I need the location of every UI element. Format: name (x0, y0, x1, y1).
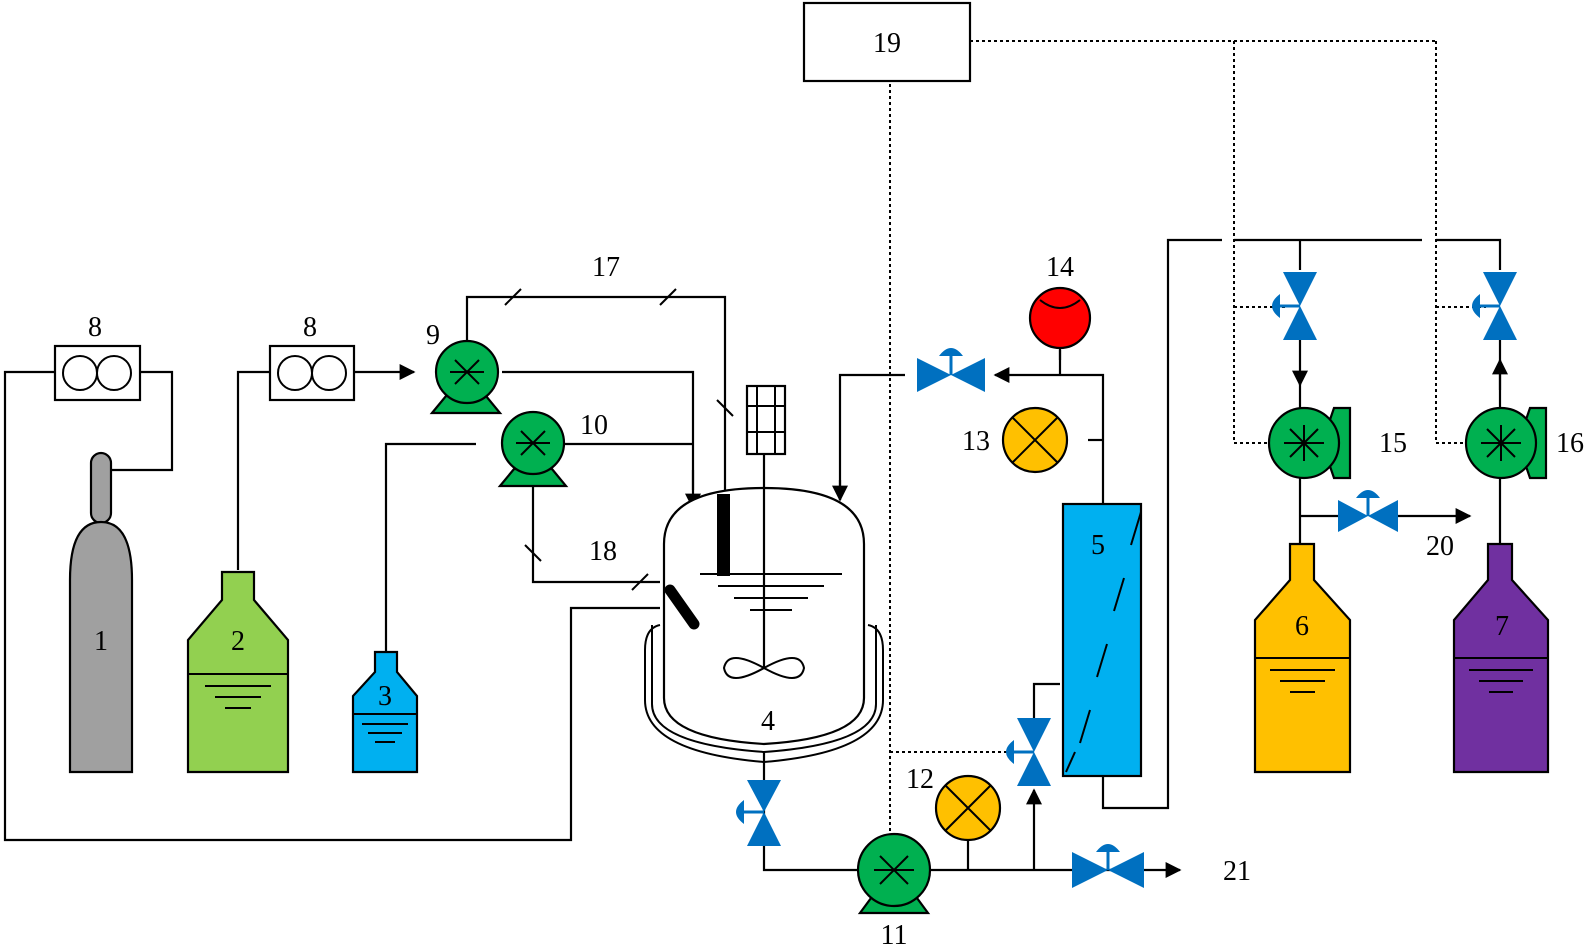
pump-icon (450, 359, 484, 385)
meter-12: 12 (906, 764, 1002, 842)
pump-11: 11 (856, 832, 932, 951)
valve-outlet-20 (1338, 490, 1398, 532)
line-17-label: 17 (592, 252, 620, 283)
line-18-label: 18 (589, 536, 617, 567)
valve-pump-15 (1272, 272, 1317, 340)
flowmeter-b: 8 (268, 312, 356, 402)
gauge-14-label: 14 (1046, 252, 1074, 283)
pump-11-label: 11 (881, 920, 908, 951)
controller-label: 19 (873, 28, 901, 59)
pump-16: 16 (1464, 406, 1584, 480)
reactor: 4 (644, 384, 884, 764)
gauge-14: 14 (1028, 252, 1092, 350)
pump-16-label: 16 (1556, 428, 1584, 459)
outlet-20-label: 20 (1426, 531, 1454, 562)
bottle-3-label: 3 (378, 681, 392, 712)
pump-icon (874, 855, 914, 885)
flowmeter-b-label: 8 (303, 312, 317, 343)
pressure-gauge-icon (1039, 299, 1081, 309)
signal-lines (889, 40, 1486, 840)
valve-outlet-21 (1072, 844, 1144, 888)
flowmeter-a-label: 8 (88, 312, 102, 343)
meter-icon (945, 785, 991, 831)
gas-cylinder: 1 (68, 451, 134, 774)
valve-column-inlet (1006, 718, 1051, 786)
pump-9-label: 9 (426, 320, 440, 351)
tank-7-label: 7 (1495, 611, 1509, 642)
valve-pump-16 (1472, 272, 1517, 340)
pump-15-label: 15 (1379, 428, 1407, 459)
bottle-3: 3 (351, 650, 419, 774)
pump-10-label: 10 (580, 410, 608, 441)
meter-12-label: 12 (906, 764, 934, 795)
tank-6: 6 (1253, 542, 1352, 774)
meter-13: 13 (962, 406, 1069, 474)
bottle-2: 2 (186, 570, 290, 774)
controller-box: 19 (802, 1, 972, 83)
pump-9: 9 (426, 320, 503, 415)
outlet-21-label: 21 (1223, 856, 1251, 887)
column-label: 5 (1091, 530, 1105, 561)
pump-10: 10 (497, 410, 608, 488)
column: 5 (1061, 502, 1143, 778)
bottle-2-label: 2 (231, 626, 245, 657)
control-valve-top (917, 348, 985, 392)
tank-7: 7 (1452, 542, 1550, 774)
cylinder-label: 1 (94, 626, 108, 657)
pump-icon (516, 430, 550, 456)
reactor-label: 4 (761, 706, 775, 737)
pump-15: 15 (1267, 406, 1407, 480)
meter-icon (1012, 417, 1058, 463)
pump-icon (1284, 425, 1324, 461)
valve-reactor-outlet (736, 780, 781, 846)
meter-13-label: 13 (962, 426, 990, 457)
pump-icon (1481, 425, 1521, 461)
flowmeter-a: 8 (53, 312, 142, 402)
tank-6-label: 6 (1295, 611, 1309, 642)
